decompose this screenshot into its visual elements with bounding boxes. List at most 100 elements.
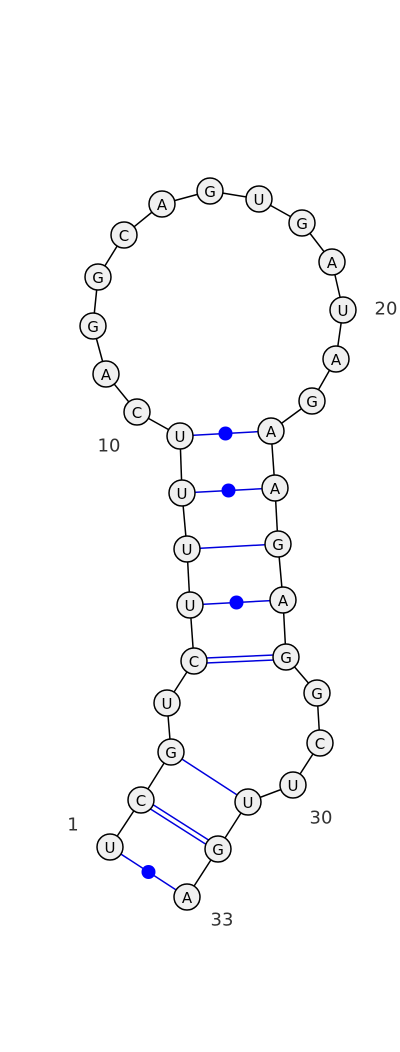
nucleotide: A — [261, 474, 289, 502]
nucleotide-circle — [196, 177, 224, 205]
nucleotide-circle — [148, 190, 176, 218]
base-pair-layer — [109, 426, 287, 898]
nucleotide-letter: A — [278, 592, 289, 610]
wobble-pair-dot — [218, 426, 233, 441]
nucleotide-letter: C — [315, 735, 325, 753]
nucleotide-letter: G — [165, 744, 177, 762]
nucleotide-circle — [110, 221, 138, 249]
nucleotide-letter: U — [254, 191, 265, 209]
nucleotide-letter: G — [311, 685, 323, 703]
base-pair-line — [186, 543, 279, 550]
position-label: 20 — [375, 299, 398, 320]
watson-crick-pair-line — [139, 801, 218, 852]
nucleotide: C — [127, 786, 155, 814]
nucleotide-circle — [298, 387, 326, 415]
nucleotide-circle — [96, 833, 124, 861]
nucleotide-circle — [123, 398, 151, 426]
nucleotide-letter: G — [296, 215, 308, 233]
position-label: 10 — [98, 436, 121, 457]
nucleotide-letter: U — [338, 302, 349, 320]
nucleotide: U — [329, 296, 357, 324]
nucleotide: G — [84, 263, 112, 291]
nucleotide-circle — [173, 883, 201, 911]
nucleotide-letter: G — [272, 536, 284, 554]
backbone-layer — [92, 190, 344, 898]
nucleotide-circle — [318, 248, 346, 276]
nucleotide-letter: C — [189, 653, 199, 671]
nucleotide-letter: G — [204, 183, 216, 201]
nucleotide: C — [306, 729, 334, 757]
nucleotide-circle — [279, 771, 307, 799]
nucleotide-circle — [329, 296, 357, 324]
nucleotide-circle — [245, 185, 273, 213]
nucleotide-letter: C — [119, 227, 129, 245]
nucleotide: G — [264, 530, 292, 558]
nucleotide: A — [257, 417, 285, 445]
nucleotide-letter: A — [182, 889, 193, 907]
nucleotide-letter: U — [175, 428, 186, 446]
nucleotide-circle — [269, 586, 297, 614]
nucleotide-circle — [322, 345, 350, 373]
wobble-pair-dot — [229, 595, 244, 610]
nucleotide-letter: A — [331, 351, 342, 369]
nucleotide-circle — [234, 788, 262, 816]
nucleotide: G — [303, 679, 331, 707]
nucleotide-circle — [153, 689, 181, 717]
nucleotide: U — [96, 833, 124, 861]
nucleotide-circle — [264, 530, 292, 558]
nucleotide-letter: G — [92, 269, 104, 287]
nucleotide: A — [269, 586, 297, 614]
nucleotide-letter: U — [105, 839, 116, 857]
watson-crick-pair-line — [141, 797, 220, 848]
nucleotide-circle — [257, 417, 285, 445]
nucleotide-circle — [173, 535, 201, 563]
nucleotide: U — [279, 771, 307, 799]
nucleotide-letter: A — [101, 366, 112, 384]
nucleotide-letter: G — [306, 393, 318, 411]
nucleotide-letter: A — [157, 196, 168, 214]
position-label: 1 — [67, 815, 78, 836]
nucleotide-circle — [288, 209, 316, 237]
nucleotide: U — [234, 788, 262, 816]
nucleotide-letter: U — [162, 695, 173, 713]
nucleotide-circle — [157, 738, 185, 766]
nucleotide: G — [79, 312, 107, 340]
wobble-pair-dot — [221, 483, 236, 498]
watson-crick-pair-line — [193, 653, 286, 660]
nucleotide-circle — [79, 312, 107, 340]
watson-crick-pair-line — [194, 658, 287, 665]
nucleotide-circle — [204, 835, 232, 863]
nucleotide-letter: C — [132, 404, 142, 422]
nucleotide: U — [173, 535, 201, 563]
nucleotide-letter: G — [87, 318, 99, 336]
wobble-pair-dot — [141, 865, 156, 879]
nucleotide-letter: C — [136, 792, 146, 810]
nucleotide-letter: U — [243, 794, 254, 812]
nucleotide-letter: A — [270, 480, 281, 498]
nucleotide-letter: U — [288, 777, 299, 795]
nucleotide-letter: G — [280, 649, 292, 667]
base-pair-line — [170, 751, 249, 803]
nucleotide-circle — [303, 679, 331, 707]
nucleotide: A — [318, 248, 346, 276]
nucleotide-circle — [306, 729, 334, 757]
nucleotide: C — [180, 647, 208, 675]
nucleotide-circle — [92, 360, 120, 388]
nucleotide-circle — [127, 786, 155, 814]
nucleotide-letter: A — [266, 423, 277, 441]
position-label: 30 — [310, 808, 333, 829]
nucleotide-letter: A — [327, 254, 338, 272]
nucleotide: A — [92, 360, 120, 388]
nucleotide-circle — [180, 647, 208, 675]
nucleotide: U — [245, 185, 273, 213]
nucleotide-circle — [168, 479, 196, 507]
nucleotide-circle — [84, 263, 112, 291]
nucleotide: U — [176, 591, 204, 619]
nucleotide: G — [298, 387, 326, 415]
nucleotide: G — [204, 835, 232, 863]
nucleotide: G — [157, 738, 185, 766]
nucleotide: C — [110, 221, 138, 249]
nucleotide-letter: U — [182, 541, 193, 559]
